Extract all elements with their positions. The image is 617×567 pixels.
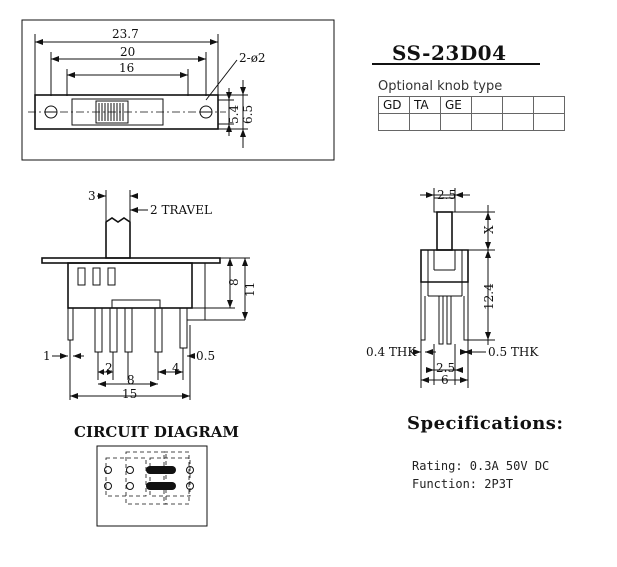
model-number: SS-23D04 — [392, 41, 507, 65]
knob-type-cell — [471, 96, 503, 114]
label-right-thickness: 0.5 THK — [488, 345, 539, 359]
spec-function: Function: 2P3T — [412, 477, 514, 491]
circuit-diagram-title: CIRCUIT DIAGRAM — [74, 423, 240, 441]
dim-knob-width: 3 — [88, 189, 96, 203]
dim-side-height: 12.4 — [482, 283, 496, 310]
knob-type-cell: GD — [378, 96, 410, 114]
knob-type-cell — [533, 113, 565, 131]
dim-pin-pitch: 2 — [105, 361, 113, 375]
spec-rating: Rating: 0.3A 50V DC — [412, 459, 550, 473]
top-view-drawing: 23.7 20 16 2-ø2 — [21, 19, 335, 161]
dim-inner-height: 5.4 — [227, 105, 241, 124]
dim-pin-thickness: 0.5 — [196, 349, 215, 363]
travel-label: 2 TRAVEL — [150, 203, 212, 217]
knob-type-cell — [533, 96, 565, 114]
knob-type-cell — [378, 113, 410, 131]
knob-type-cell — [502, 113, 534, 131]
knob-type-cell — [502, 96, 534, 114]
knob-type-table: GD TA GE — [378, 96, 565, 131]
dim-hole-spacing: 20 — [120, 45, 135, 59]
knob-type-row: GD TA GE — [378, 96, 565, 114]
model-underline — [372, 63, 540, 65]
knob-type-caption: Optional knob type — [378, 79, 503, 94]
front-view-drawing: 3 2 TRAVEL — [41, 189, 257, 401]
knob-type-cell — [409, 113, 441, 131]
dim-pin-offset: 1 — [43, 349, 51, 363]
dim-pin-span: 8 — [127, 373, 135, 387]
dim-outer-height: 6.5 — [241, 105, 255, 124]
circuit-diagram — [96, 445, 208, 527]
dim-body-length: 15 — [122, 387, 137, 401]
dim-total-height: 11 — [243, 282, 257, 297]
knob-type-row — [378, 113, 565, 131]
dim-outer-pitch: 4 — [172, 361, 180, 375]
dim-body-height: 8 — [227, 278, 241, 286]
dim-side-width: 6 — [441, 373, 449, 387]
dim-knob-thickness: 2.5 — [437, 188, 456, 202]
knob-type-cell — [471, 113, 503, 131]
dim-inner-length: 16 — [119, 61, 134, 75]
specifications-title: Specifications: — [407, 413, 564, 434]
dim-pin-gap: 2.5 — [436, 361, 455, 375]
dim-hole-diameter: 2-ø2 — [239, 51, 266, 65]
knob-type-cell: TA — [409, 96, 441, 114]
knob-type-cell — [440, 113, 472, 131]
dim-travel-x: X — [482, 225, 496, 234]
knob-type-cell: GE — [440, 96, 472, 114]
side-view-drawing: 2.5 X 12.4 0.4 THK — [366, 188, 539, 388]
dim-overall-length: 23.7 — [112, 27, 139, 41]
label-left-thickness: 0.4 THK — [366, 345, 417, 359]
